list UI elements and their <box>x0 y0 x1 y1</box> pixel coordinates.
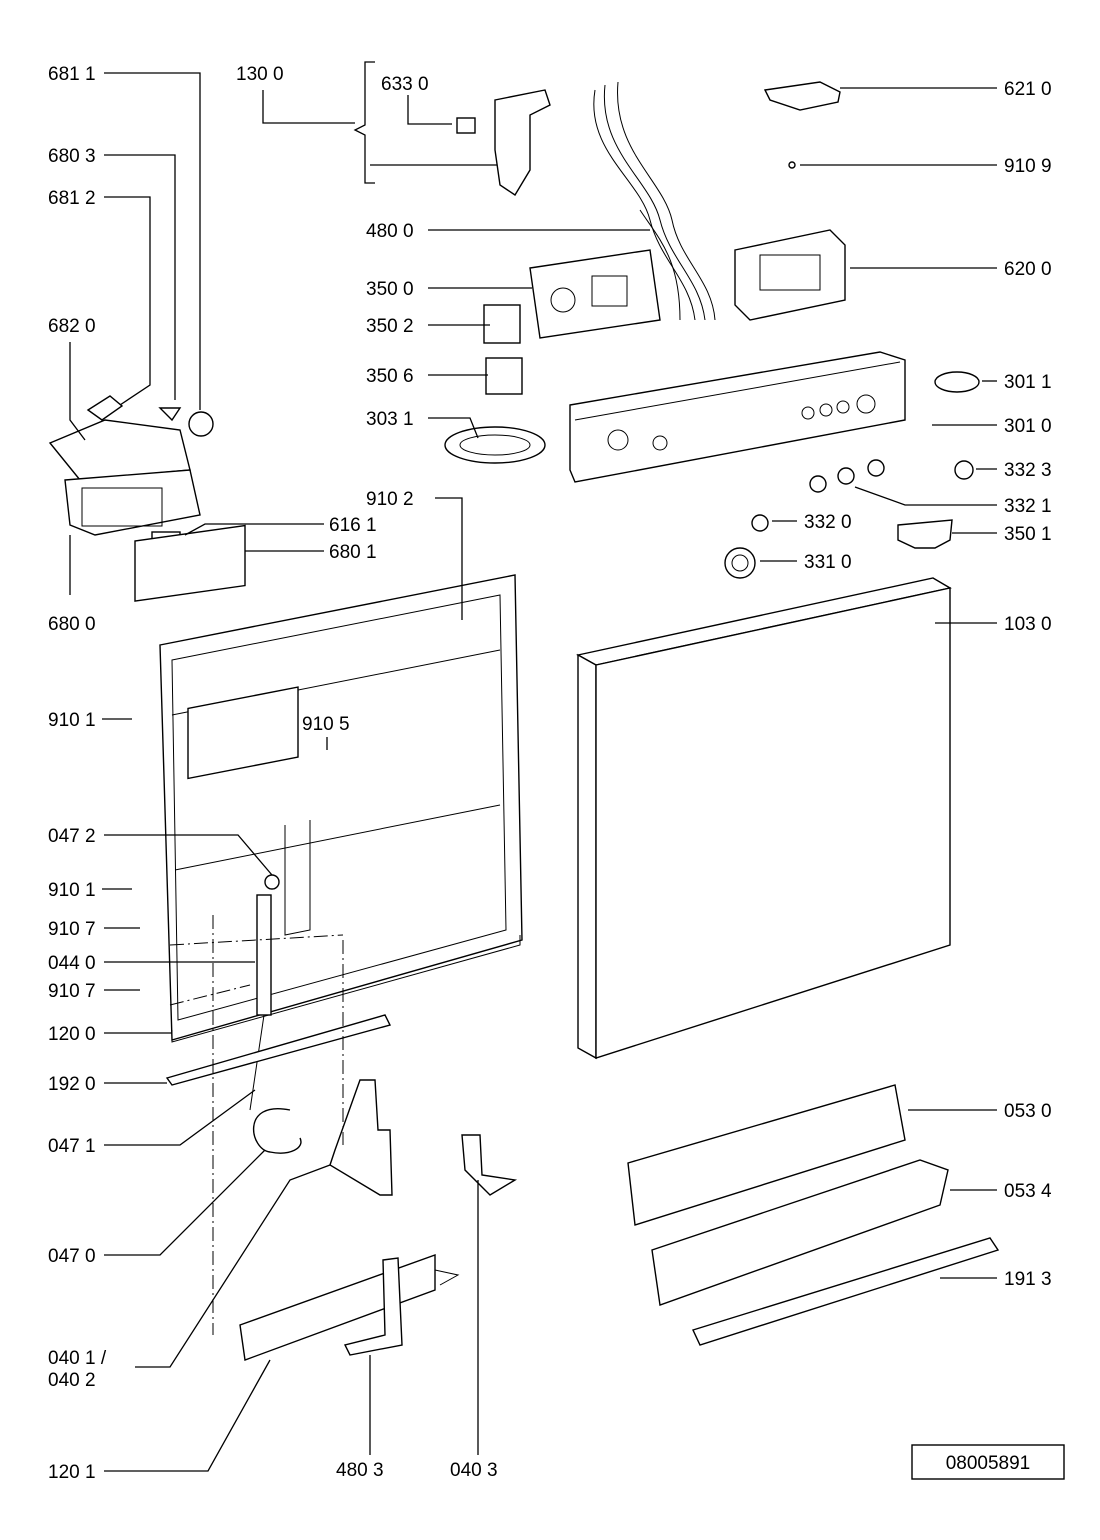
part-6812 <box>86 395 124 421</box>
strip-1920 <box>165 1014 392 1086</box>
label-910-1-a: 910 1 <box>48 710 96 731</box>
label-332-1: 332 1 <box>1004 496 1052 517</box>
document-number-box: 08005891 <box>911 1444 1065 1480</box>
gasket-frame <box>187 686 299 780</box>
label-350-2: 350 2 <box>366 316 414 337</box>
label-681-2: 681 2 <box>48 188 96 209</box>
label-040-2: 040 2 <box>48 1370 96 1391</box>
knobs <box>724 459 974 579</box>
toe-kick-0534 <box>651 1159 949 1306</box>
detergent-dispenser <box>48 395 246 602</box>
label-616-1: 616 1 <box>329 515 377 536</box>
label-301-0: 301 0 <box>1004 416 1052 437</box>
label-621-0: 621 0 <box>1004 79 1052 100</box>
seal-1913 <box>692 1237 1000 1346</box>
label-053-0: 053 0 <box>1004 1101 1052 1122</box>
gasket-6801 <box>134 524 246 602</box>
fuse-holder <box>763 81 841 111</box>
label-633-0: 633 0 <box>381 74 429 95</box>
part-number-labels: 681 1 130 0 633 0 621 0 680 3 910 9 681 … <box>48 64 1052 1483</box>
label-047-0: 047 0 <box>48 1246 96 1267</box>
label-620-0: 620 0 <box>1004 259 1052 280</box>
hinge-arm-0470 <box>253 1107 302 1154</box>
handle-3031 <box>444 426 546 464</box>
label-301-1: 301 1 <box>1004 372 1052 393</box>
door-spring <box>249 874 302 1154</box>
document-number: 08005891 <box>946 1453 1031 1474</box>
label-910-9: 910 9 <box>1004 156 1052 177</box>
toe-kick-0530 <box>627 1084 906 1226</box>
cap-6811 <box>188 411 214 437</box>
label-120-0: 120 0 <box>48 1024 96 1045</box>
label-350-6: 350 6 <box>366 366 414 387</box>
screw-9109 <box>788 161 796 169</box>
label-120-1: 120 1 <box>48 1462 96 1483</box>
label-910-2: 910 2 <box>366 489 414 510</box>
label-103-0: 103 0 <box>1004 614 1052 635</box>
label-680-1: 680 1 <box>329 542 377 563</box>
label-047-2: 047 2 <box>48 826 96 847</box>
lower-bracket <box>239 1254 460 1361</box>
switch-module <box>734 229 846 321</box>
label-053-4: 053 4 <box>1004 1181 1052 1202</box>
microswitch <box>456 117 476 134</box>
part-6803 <box>158 407 182 422</box>
label-680-3: 680 3 <box>48 146 96 167</box>
inner-door-panel <box>159 574 523 1043</box>
label-682-0: 682 0 <box>48 316 96 337</box>
connector-3502 <box>483 304 521 344</box>
label-047-1: 047 1 <box>48 1136 96 1157</box>
label-130-0: 130 0 <box>236 64 284 85</box>
label-040-1: 040 1 / <box>48 1348 107 1369</box>
outer-door-panel <box>576 577 952 1060</box>
label-910-7-a: 910 7 <box>48 919 96 940</box>
label-910-1-b: 910 1 <box>48 880 96 901</box>
control-board <box>529 249 661 339</box>
label-480-0: 480 0 <box>366 221 414 242</box>
label-332-0: 332 0 <box>804 512 852 533</box>
relay-3506 <box>485 357 523 395</box>
label-681-1: 681 1 <box>48 64 96 85</box>
door-lock <box>456 89 551 196</box>
leader-lines <box>69 61 997 1472</box>
label-192-0: 192 0 <box>48 1074 96 1095</box>
label-331-0: 331 0 <box>804 552 852 573</box>
label-332-3: 332 3 <box>1004 460 1052 481</box>
label-910-7-b: 910 7 <box>48 981 96 1002</box>
lens-3011 <box>934 371 980 393</box>
bracket-0403 <box>461 1134 518 1196</box>
label-040-3: 040 3 <box>450 1460 498 1481</box>
hinge-bracket-0401 <box>329 1079 393 1196</box>
bracket-3501 <box>897 519 953 549</box>
wire-harness <box>593 81 716 321</box>
label-480-3: 480 3 <box>336 1460 384 1481</box>
label-680-0: 680 0 <box>48 614 96 635</box>
label-910-5: 910 5 <box>302 714 350 735</box>
label-350-0: 350 0 <box>366 279 414 300</box>
label-303-1: 303 1 <box>366 409 414 430</box>
label-350-1: 350 1 <box>1004 524 1052 545</box>
label-044-0: 044 0 <box>48 953 96 974</box>
label-191-3: 191 3 <box>1004 1269 1052 1290</box>
